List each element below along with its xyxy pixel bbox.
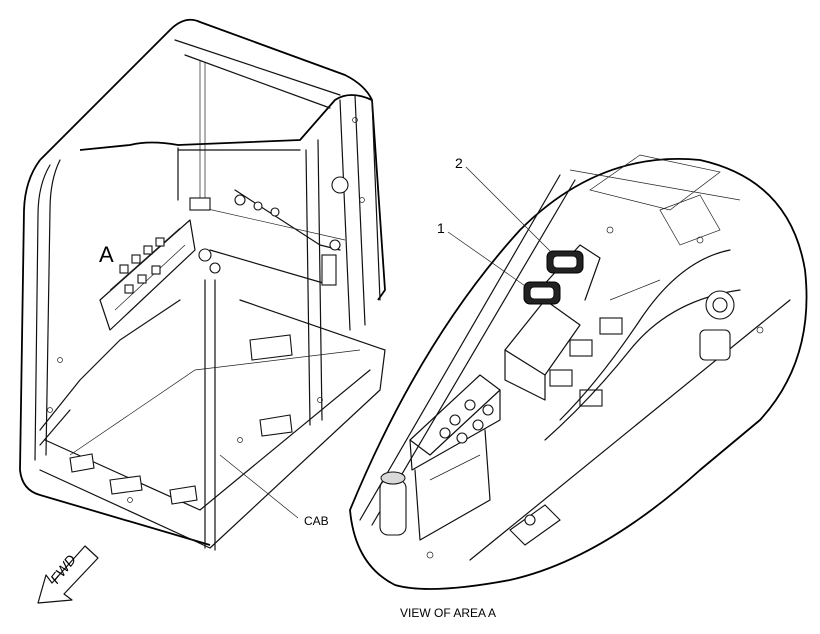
cab-illustration bbox=[19, 18, 386, 551]
fwd-arrow-icon bbox=[37, 545, 99, 604]
callout-1: 1 bbox=[437, 220, 445, 236]
cab-label: CAB bbox=[304, 514, 329, 528]
area-a-label: A bbox=[99, 242, 114, 267]
view-caption: VIEW OF AREA A bbox=[400, 606, 497, 620]
callout-2: 2 bbox=[455, 155, 463, 171]
area-a-detail bbox=[349, 154, 808, 590]
